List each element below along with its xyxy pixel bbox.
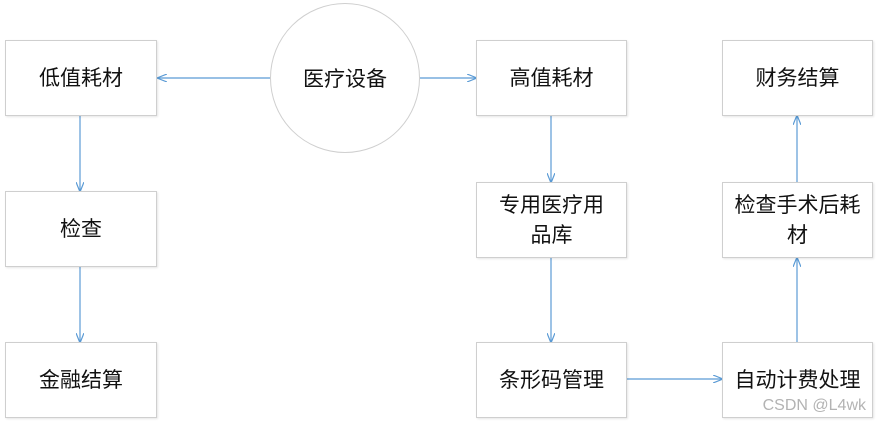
node-inspection: 检查 — [5, 191, 157, 267]
node-financial-settlement-left: 金融结算 — [5, 342, 157, 418]
node-low-value-consumables: 低值耗材 — [5, 40, 157, 116]
node-auto-billing: 自动计费处理 — [722, 342, 873, 418]
node-dedicated-supply-store: 专用医疗用品库 — [476, 182, 627, 258]
node-postop-consumables-check-label: 检查手术后耗材 — [734, 192, 861, 247]
node-financial-settlement-right: 财务结算 — [722, 40, 873, 116]
node-medical-equipment: 医疗设备 — [270, 3, 420, 153]
node-barcode-management: 条形码管理 — [476, 342, 627, 418]
node-financial-settlement-left-label: 金融结算 — [39, 367, 123, 392]
node-dedicated-supply-store-label: 专用医疗用品库 — [499, 192, 604, 247]
node-barcode-management-label: 条形码管理 — [499, 367, 604, 392]
node-inspection-label: 检查 — [60, 216, 102, 241]
node-high-value-consumables: 高值耗材 — [476, 40, 627, 116]
node-high-value-label: 高值耗材 — [509, 65, 594, 90]
watermark: CSDN @L4wk — [762, 397, 866, 414]
node-postop-consumables-check: 检查手术后耗材 — [722, 182, 873, 258]
node-financial-settlement-right-label: 财务结算 — [755, 65, 840, 90]
node-low-value-label: 低值耗材 — [39, 65, 123, 90]
node-auto-billing-label: 自动计费处理 — [734, 367, 861, 392]
node-medical-equipment-label: 医疗设备 — [303, 67, 387, 91]
